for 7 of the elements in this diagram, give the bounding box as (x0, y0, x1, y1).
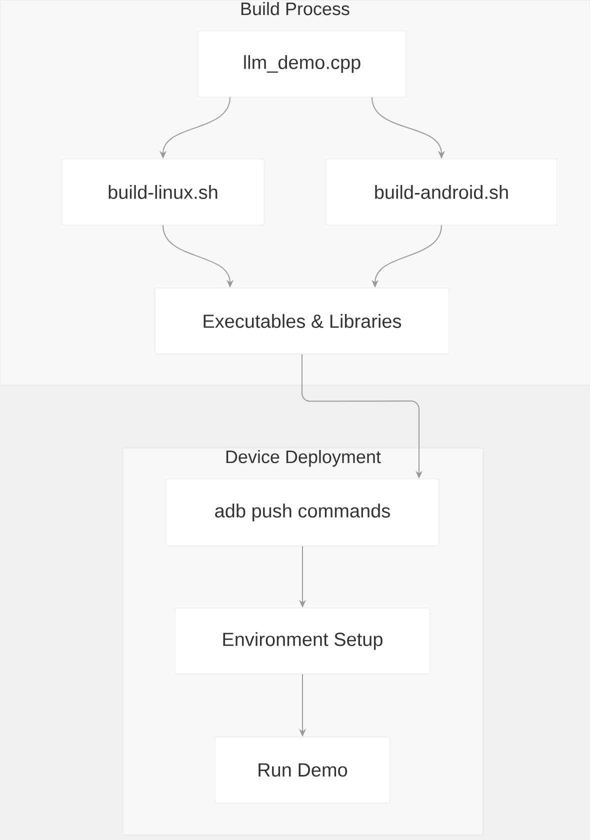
process-box: Run Demo (214, 736, 390, 804)
process-box: adb push commands (166, 478, 440, 546)
process-box: Executables & Libraries (154, 288, 450, 354)
process-box: llm_demo.cpp (198, 30, 406, 98)
process-box: build-linux.sh (62, 158, 264, 226)
process-box: build-android.sh (326, 158, 558, 226)
process-box: Environment Setup (174, 608, 430, 674)
